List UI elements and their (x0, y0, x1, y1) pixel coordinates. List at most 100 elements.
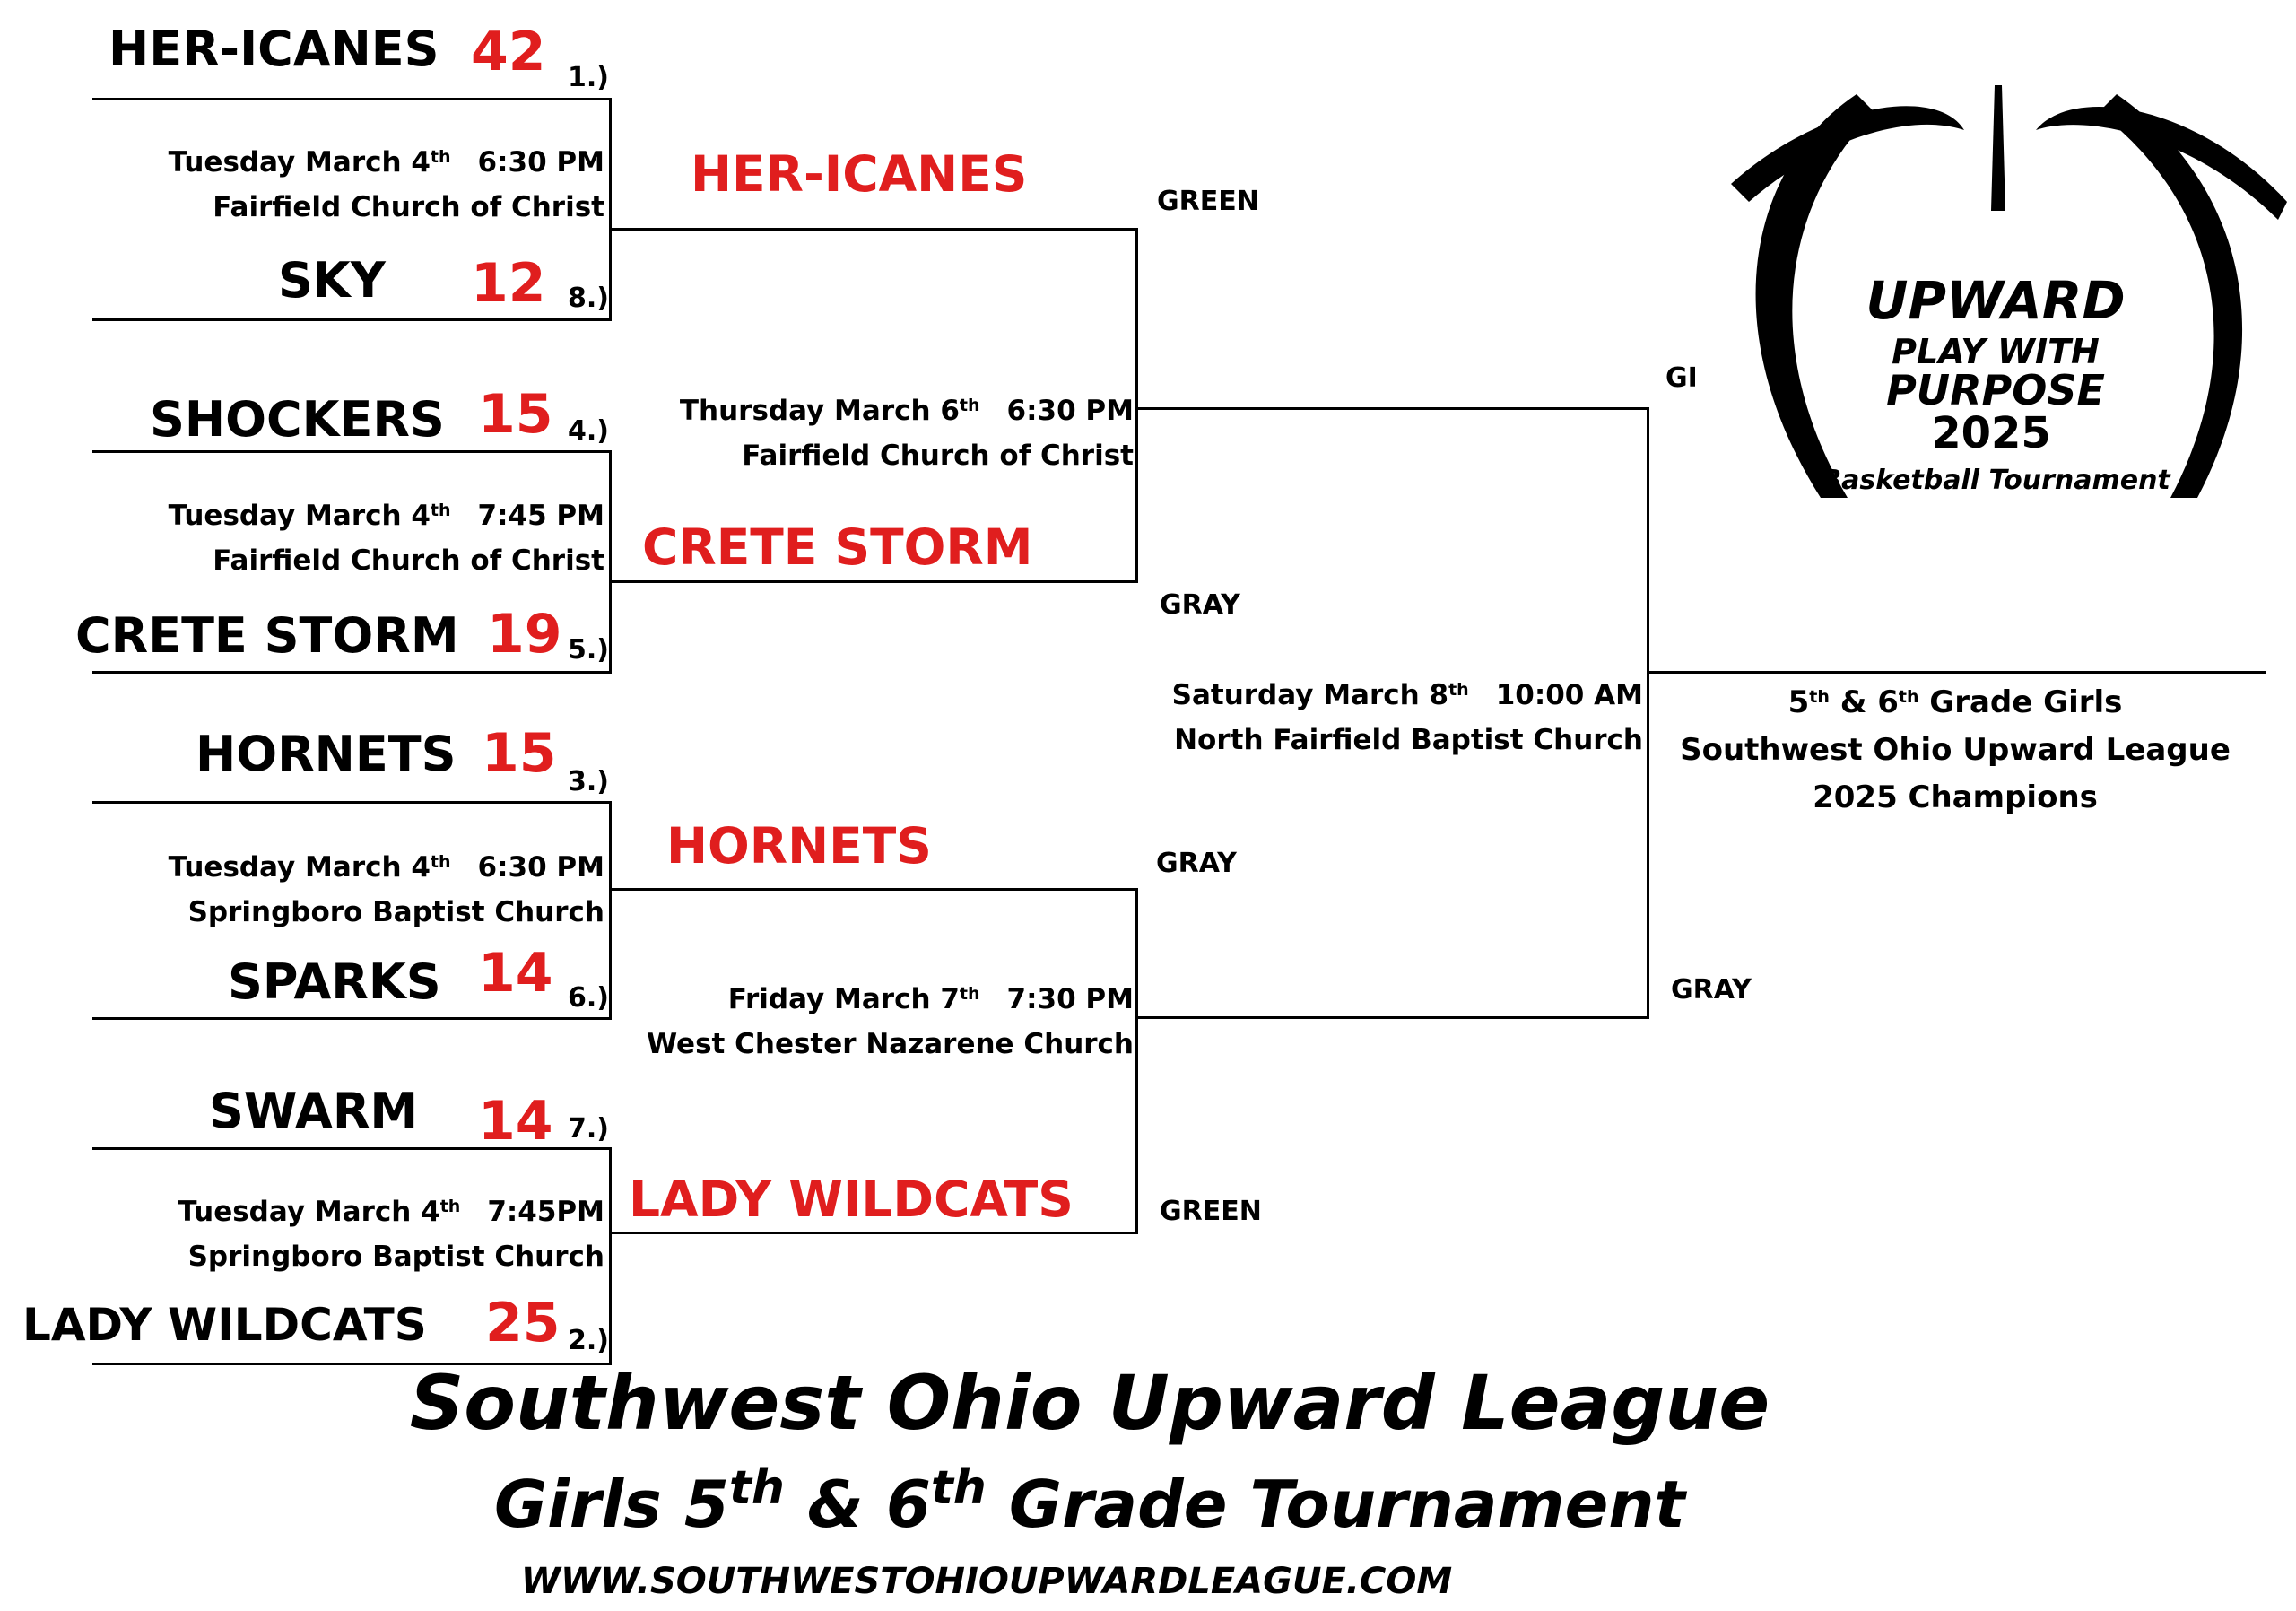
bracket-line (92, 1017, 612, 1020)
bracket-line (1135, 228, 1138, 583)
logo-line2: PURPOSE (1886, 366, 2105, 414)
game-time: 6:30 PM (1006, 395, 1134, 427)
team-name: CRETE STORM (75, 607, 459, 664)
game-datetime: Tuesday March 4th 7:45 PM (169, 493, 604, 538)
champion-label: 5th & 6th Grade Girls Southwest Ohio Upw… (1668, 679, 2242, 822)
game-venue: Fairfield Church of Christ (742, 440, 1134, 472)
logo-brand: UPWARD (1866, 270, 2125, 331)
game-day: Tuesday March 4 (168, 500, 430, 532)
advancing-team: HORNETS (666, 817, 932, 875)
champion-line1: 5th & 6th Grade Girls (1668, 679, 2242, 727)
game-day: Tuesday March 4 (168, 851, 430, 884)
team-score: 14 (478, 942, 553, 1005)
team-seed: 1.) (568, 62, 609, 93)
advancing-team: HER-ICANES (691, 145, 1028, 203)
champion-sup: th (1898, 687, 1919, 707)
team-score: 19 (487, 603, 562, 666)
subtitle-text: Girls 5 (494, 1467, 730, 1542)
game-venue: Fairfield Church of Christ (213, 544, 604, 577)
team-score: 25 (485, 1292, 561, 1354)
game-venue: Springboro Baptist Church (187, 1241, 604, 1273)
bracket-line (92, 98, 612, 100)
logo-line1: PLAY WITH (1892, 332, 2100, 371)
bracket-line (609, 228, 1138, 231)
subtitle-text: Grade Tournament (986, 1467, 1685, 1542)
game-day-suffix: th (959, 984, 980, 1004)
jersey-color: GRAY (1156, 848, 1237, 879)
team-score: 15 (482, 722, 557, 785)
subtitle-sup: th (930, 1461, 987, 1515)
champion-text: & 6 (1829, 684, 1899, 720)
bracket-line (92, 450, 612, 453)
team-score: 14 (478, 1090, 553, 1153)
ball-seam-right (2099, 94, 2243, 498)
champion-sup: th (1809, 687, 1830, 707)
game-day-suffix: th (430, 501, 451, 520)
subtitle-text: & 6 (784, 1467, 931, 1542)
team-seed: 3.) (568, 766, 609, 797)
game-day-suffix: th (1448, 680, 1469, 700)
game-venue: North Fairfield Baptist Church (1174, 724, 1643, 756)
game-info: Tuesday March 4th 7:45 PM Fairfield Churc… (169, 493, 604, 583)
jersey-color: GREEN (1157, 186, 1259, 217)
champion-text: 5 (1787, 684, 1810, 720)
game-time: 7:30 PM (1006, 983, 1134, 1015)
advancing-team: LADY WILDCATS (629, 1171, 1074, 1228)
team-score: 12 (471, 252, 546, 315)
game-day-suffix: th (430, 147, 451, 167)
subtitle-sup: th (729, 1461, 785, 1515)
bracket-line (1135, 888, 1138, 1234)
bracket-line (1647, 671, 2266, 674)
ball-seam-left (1755, 94, 1874, 498)
team-seed: 5.) (568, 634, 609, 666)
game-day-suffix: th (430, 852, 451, 872)
team-name: SWARM (209, 1083, 419, 1139)
champion-line2: Southwest Ohio Upward League (1680, 732, 2231, 768)
team-seed: 6.) (568, 982, 609, 1014)
team-name: HORNETS (196, 726, 457, 782)
team-score: 15 (478, 383, 553, 446)
bracket-line (92, 1363, 612, 1365)
website-link[interactable]: WWW.SOUTHWESTOHIOUPWARDLEAGUE.COM (520, 1561, 1453, 1602)
page-title: Southwest Ohio Upward League (409, 1359, 1770, 1447)
bracket-line (92, 1147, 612, 1150)
team-name: HER-ICANES (109, 21, 439, 77)
game-time: 7:45 PM (477, 500, 604, 532)
team-seed: 7.) (568, 1113, 609, 1145)
bracket-line (609, 580, 1138, 583)
game-time: 6:30 PM (477, 146, 604, 179)
logo-year: 2025 (1931, 408, 2051, 458)
team-score: 42 (471, 21, 546, 83)
champion-line3: 2025 Champions (1813, 779, 2098, 815)
bracket-line (609, 450, 612, 674)
bracket-line (609, 888, 1138, 891)
game-day: Tuesday March 4 (168, 146, 430, 179)
bracket-line (1135, 1016, 1649, 1019)
bracket-line (92, 671, 612, 674)
team-name: SKY (278, 252, 386, 309)
game-datetime: Tuesday March 4th 6:30 PM (169, 140, 604, 185)
bracket-line (1135, 407, 1649, 410)
game-day: Tuesday March 4 (178, 1196, 440, 1228)
game-time: 7:45PM (487, 1196, 604, 1228)
bracket-line (609, 1232, 1138, 1234)
upward-logo: UPWARD PLAY WITH PURPOSE 2025 Basketball… (1695, 76, 2296, 516)
team-seed: 2.) (568, 1325, 609, 1356)
logo-subtitle: Basketball Tournament (1821, 465, 2171, 496)
game-venue: Springboro Baptist Church (187, 896, 604, 928)
advancing-team: CRETE STORM (642, 518, 1033, 576)
champion-text: Grade Girls (1918, 684, 2123, 720)
team-name: SPARKS (228, 954, 441, 1010)
jersey-color: GRAY (1671, 974, 1752, 1006)
jersey-color: GRAY (1160, 589, 1240, 621)
